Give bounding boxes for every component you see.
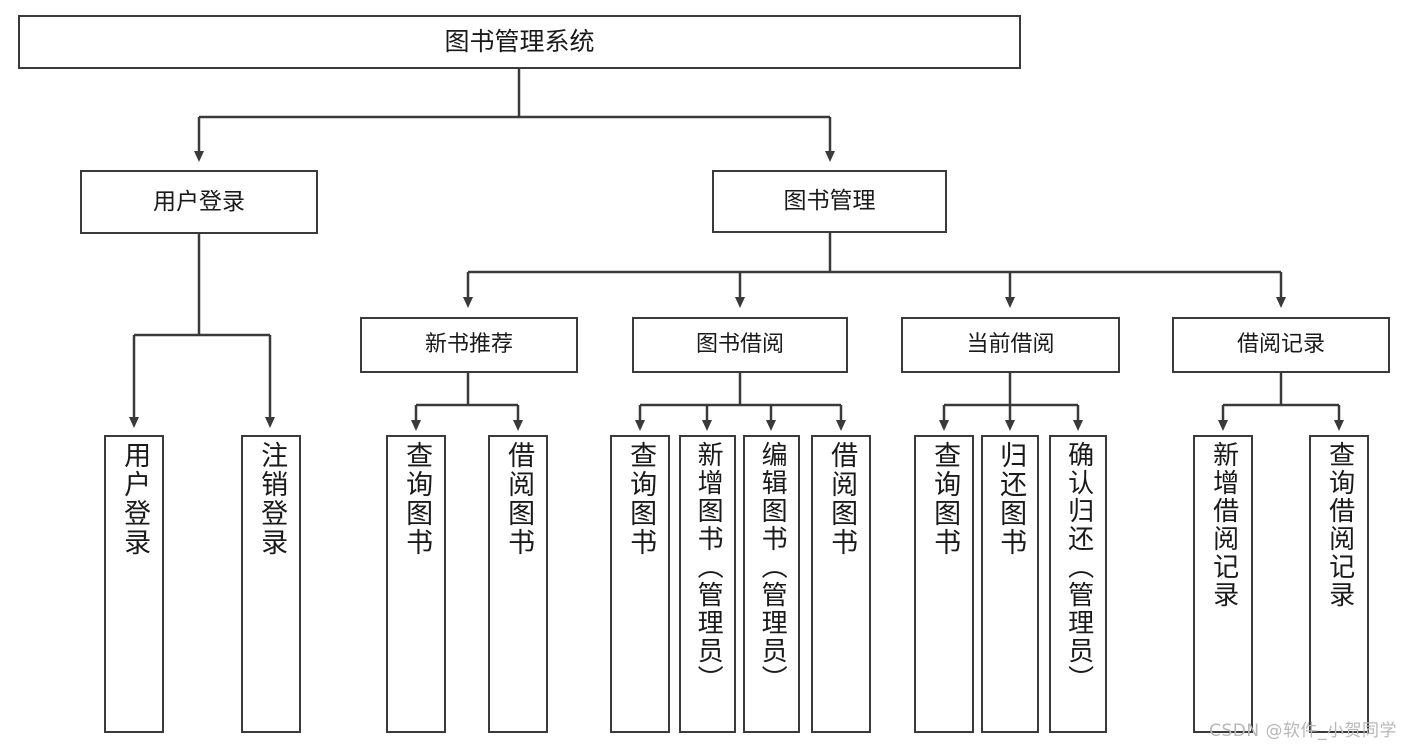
node-label: 新增图书（管理员） (693, 441, 724, 693)
leaf-return-book[interactable]: 归还图书 (981, 435, 1039, 733)
node-label: 新书推荐 (424, 332, 513, 358)
leaf-borrow-book-recommend[interactable]: 借阅图书 (488, 435, 548, 733)
node-label: 新增借阅记录 (1208, 441, 1239, 609)
node-label: 图书管理 (783, 188, 876, 215)
leaf-query-borrow-record[interactable]: 查询借阅记录 (1309, 435, 1369, 733)
leaf-query-book-borrow[interactable]: 查询图书 (610, 435, 670, 733)
leaf-borrow-book[interactable]: 借阅图书 (811, 435, 871, 733)
node-label: 当前借阅 (966, 332, 1055, 358)
leaf-edit-book-admin[interactable]: 编辑图书（管理员） (743, 435, 800, 733)
node-book-management[interactable]: 图书管理 (712, 170, 947, 233)
node-label: 用户登录 (119, 441, 151, 557)
leaf-user-login[interactable]: 用户登录 (104, 435, 164, 733)
node-label: 借阅图书 (503, 441, 535, 557)
node-label: 图书管理系统 (444, 26, 595, 56)
node-label: 查询图书 (625, 441, 657, 557)
node-label: 查询借阅记录 (1324, 441, 1355, 609)
leaf-add-borrow-record[interactable]: 新增借阅记录 (1193, 435, 1253, 733)
node-book-borrow[interactable]: 图书借阅 (632, 317, 848, 373)
node-borrow-record[interactable]: 借阅记录 (1172, 317, 1390, 373)
node-label: 编辑图书（管理员） (757, 441, 788, 693)
node-label: 借阅记录 (1236, 332, 1325, 358)
leaf-add-book-admin[interactable]: 新增图书（管理员） (679, 435, 736, 733)
leaf-logout-login[interactable]: 注销登录 (241, 435, 301, 733)
node-label: 注销登录 (256, 441, 288, 557)
node-label: 借阅图书 (826, 441, 858, 557)
node-label: 归还图书 (995, 441, 1027, 557)
node-root-system[interactable]: 图书管理系统 (18, 15, 1021, 69)
watermark-text: CSDN @软件_小贺同学 (1209, 721, 1397, 741)
node-current-borrow[interactable]: 当前借阅 (901, 317, 1120, 373)
leaf-query-book-current[interactable]: 查询图书 (914, 435, 974, 733)
node-label: 确认归还（管理员） (1063, 441, 1094, 693)
node-label: 查询图书 (401, 441, 433, 557)
node-label: 查询图书 (929, 441, 961, 557)
node-new-book-recommend[interactable]: 新书推荐 (360, 317, 578, 373)
node-label: 图书借阅 (695, 332, 784, 358)
leaf-query-book-recommend[interactable]: 查询图书 (386, 435, 446, 733)
node-label: 用户登录 (153, 188, 245, 215)
leaf-confirm-return-admin[interactable]: 确认归还（管理员） (1049, 435, 1107, 733)
node-user-login[interactable]: 用户登录 (80, 170, 318, 234)
